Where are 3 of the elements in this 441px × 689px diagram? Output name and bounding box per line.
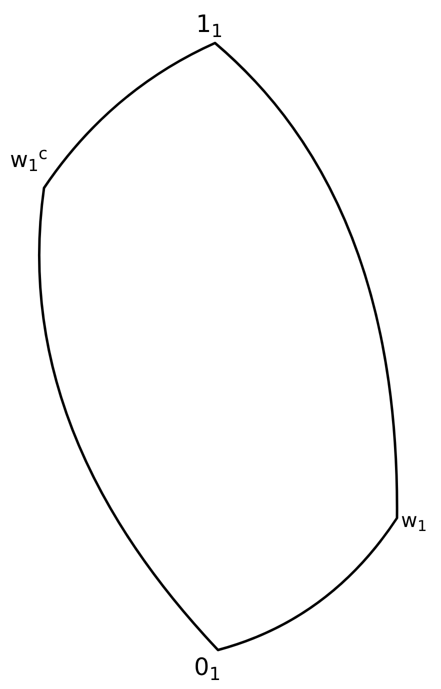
- vertex-label: w$_{1}$: [401, 510, 427, 530]
- vertex-label: 1$_{1}$: [196, 12, 223, 36]
- vertex-label: 0$_{1}$: [194, 655, 221, 679]
